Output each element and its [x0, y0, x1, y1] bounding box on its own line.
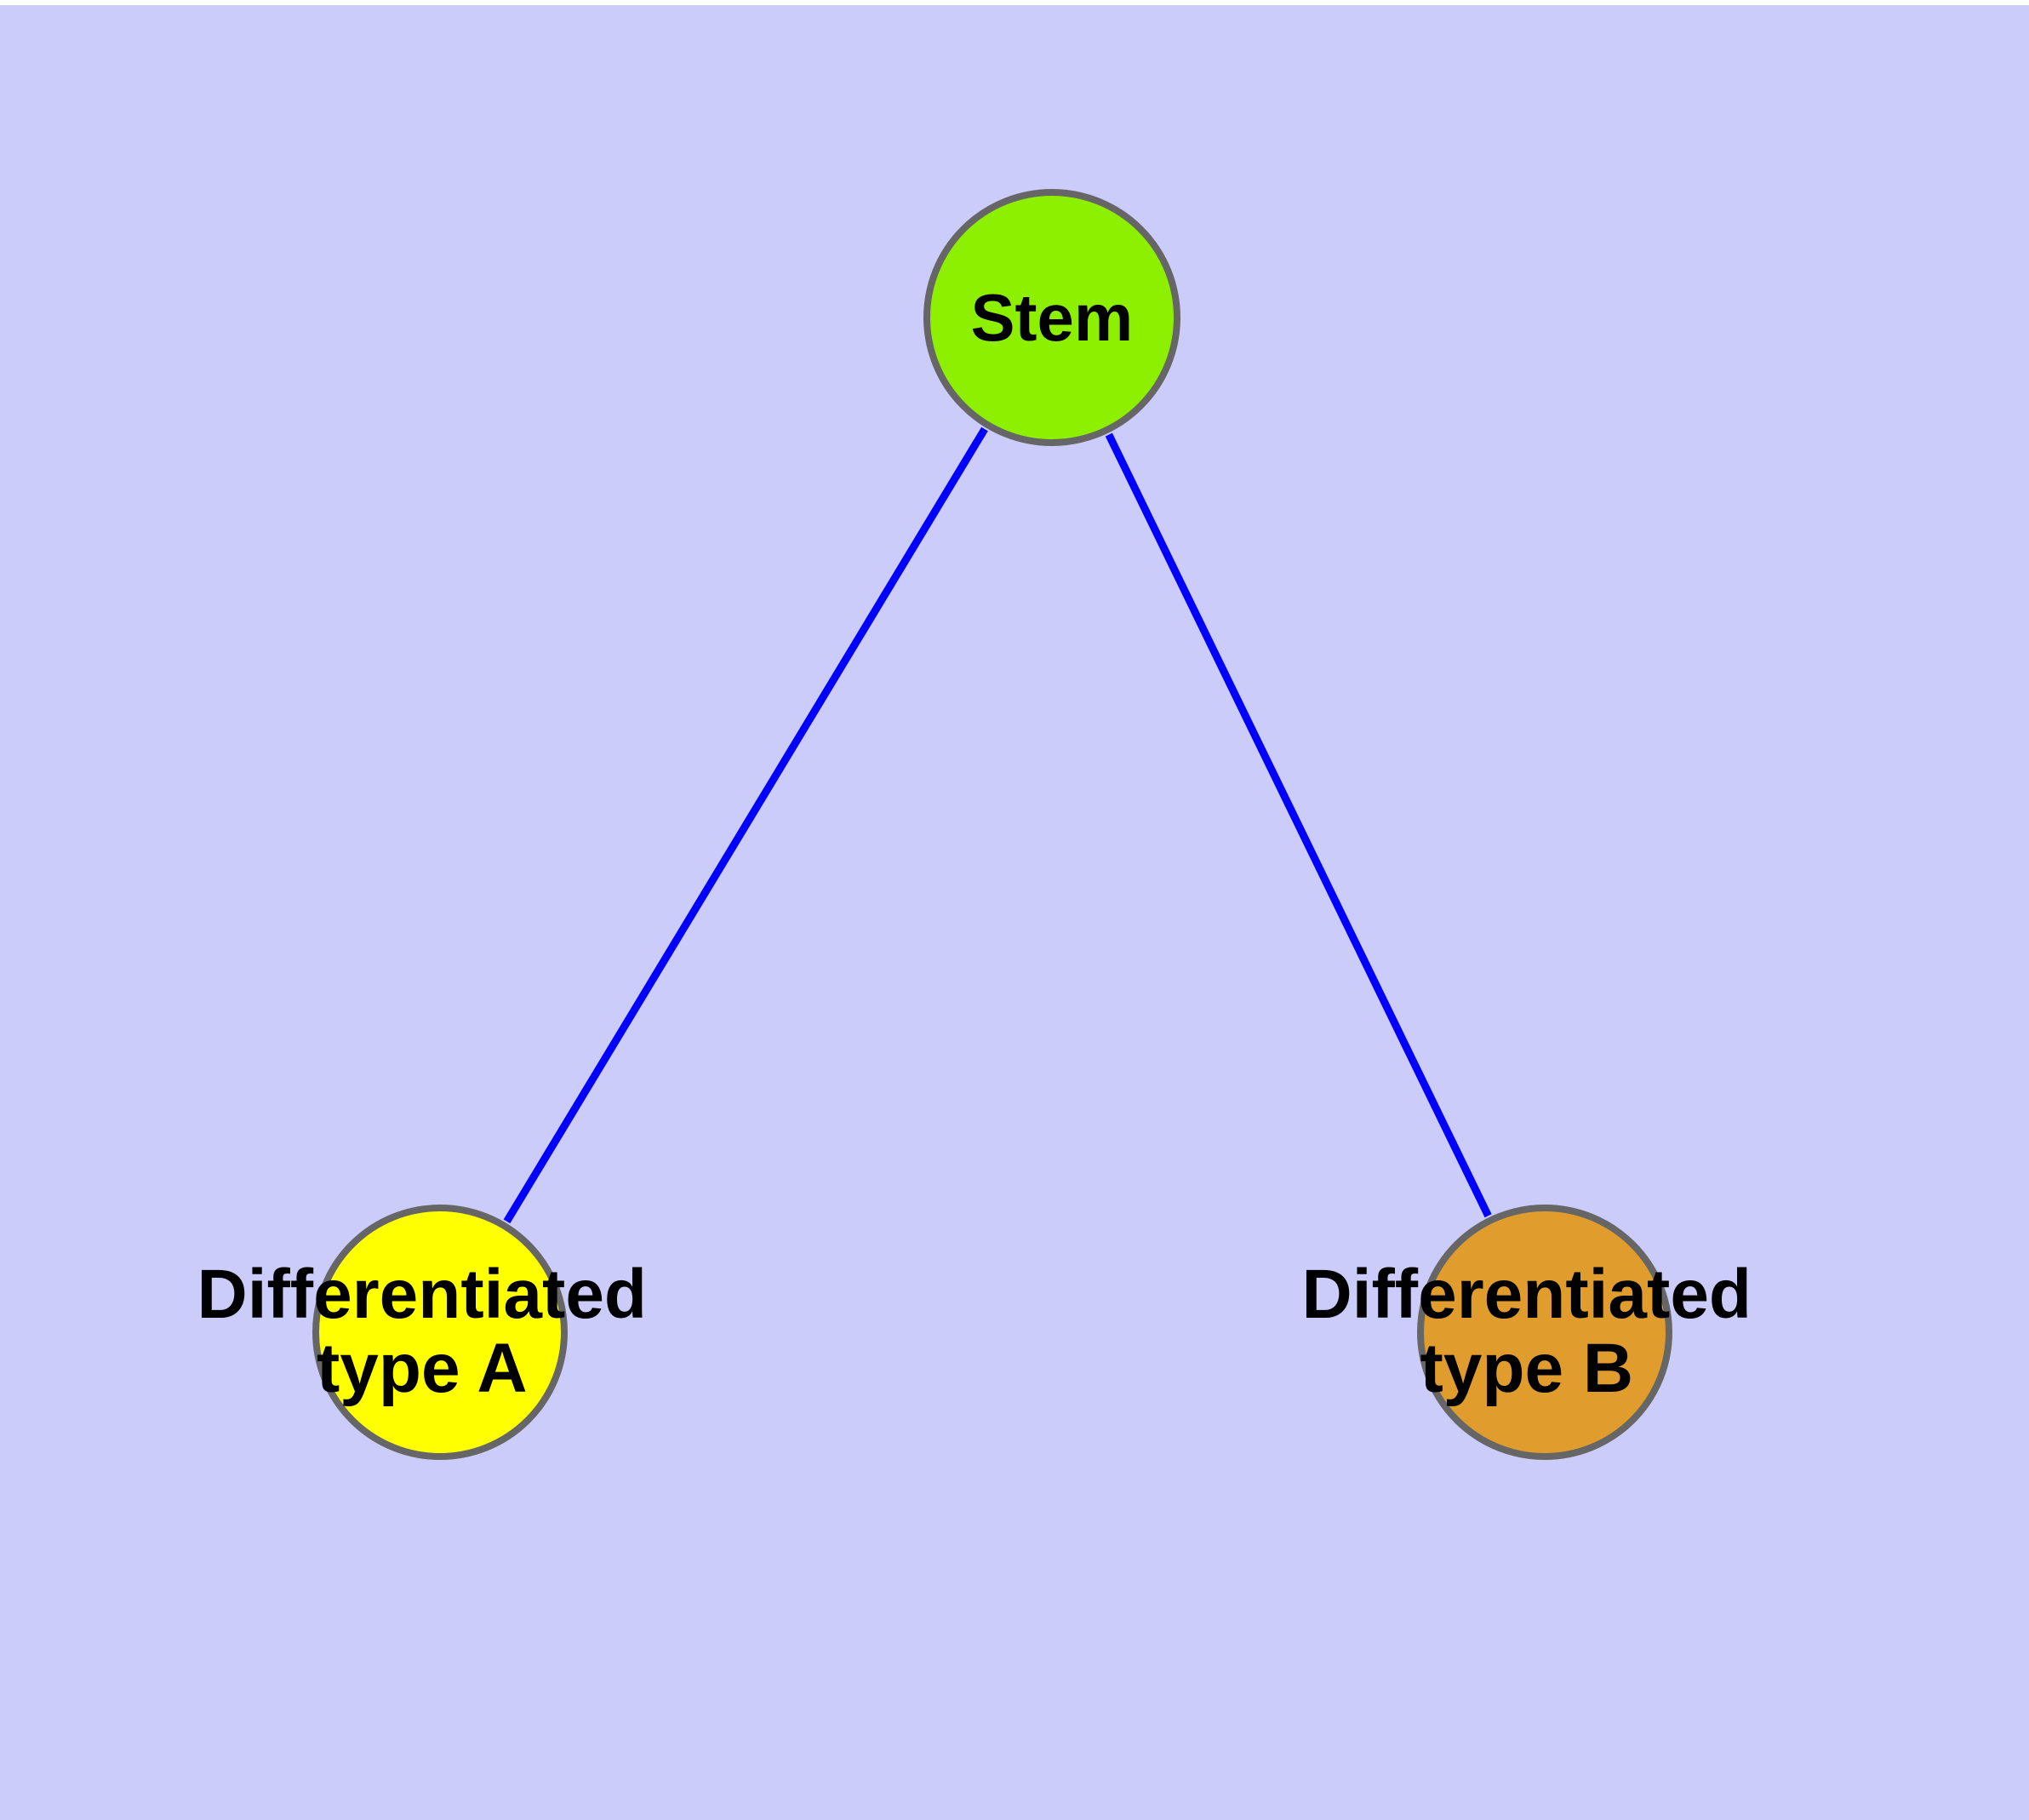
edges-layer: [503, 426, 1492, 1224]
graph-edge[interactable]: [503, 426, 988, 1224]
graph-node-diff_b[interactable]: [1417, 1205, 1672, 1460]
graph-edge[interactable]: [1105, 432, 1492, 1218]
nodes-layer: [312, 189, 1672, 1460]
graph-node-stem[interactable]: [923, 189, 1180, 446]
graph-node-diff_a[interactable]: [312, 1205, 568, 1460]
